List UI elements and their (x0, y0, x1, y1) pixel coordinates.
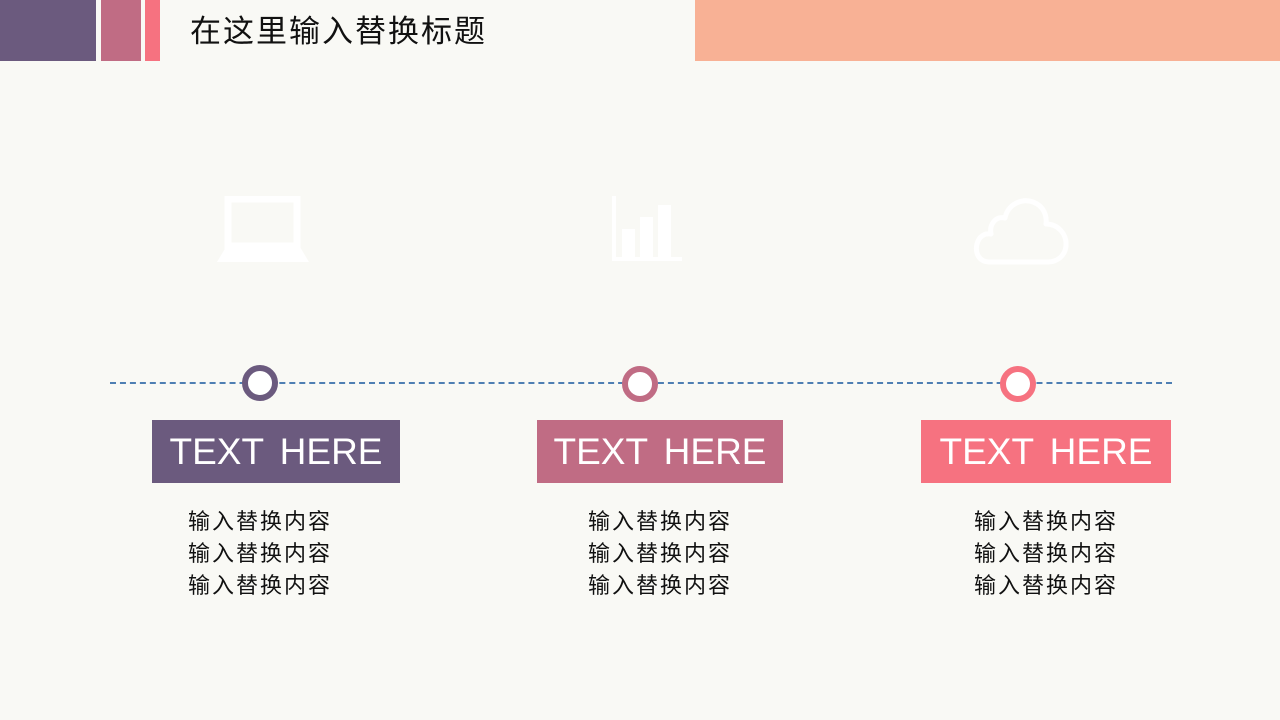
slide-title[interactable]: 在这里输入替换标题 (190, 14, 487, 50)
content-line: 输入替换内容 (587, 542, 732, 567)
header-block-purple (0, 0, 96, 61)
content-line: 输入替换内容 (187, 542, 332, 567)
content-line: 输入替换内容 (187, 510, 332, 535)
content-block-1[interactable]: 输入替换内容 输入替换内容 输入替换内容 (160, 507, 360, 603)
content-line: 输入替换内容 (187, 574, 332, 599)
timeline-node-2 (622, 366, 658, 402)
content-line: 输入替换内容 (587, 574, 732, 599)
header-block-pink (145, 0, 160, 61)
cloud-icon (972, 194, 1072, 268)
content-line: 输入替换内容 (973, 542, 1118, 567)
header-block-mauve (101, 0, 141, 61)
label-text: TEXT HERE (553, 430, 767, 472)
content-line: 输入替换内容 (587, 510, 732, 535)
laptop-icon (216, 195, 310, 266)
content-block-2[interactable]: 输入替换内容 输入替换内容 输入替换内容 (560, 507, 760, 603)
label-text: TEXT HERE (169, 430, 383, 472)
timeline-node-1 (242, 365, 278, 401)
timeline-node-3 (1000, 366, 1036, 402)
content-line: 输入替换内容 (973, 574, 1118, 599)
label-box-2[interactable]: TEXT HERE (537, 420, 783, 483)
header-banner-peach (695, 0, 1280, 61)
label-box-3[interactable]: TEXT HERE (921, 420, 1171, 483)
label-box-1[interactable]: TEXT HERE (152, 420, 400, 483)
label-text: TEXT HERE (939, 430, 1153, 472)
content-block-3[interactable]: 输入替换内容 输入替换内容 输入替换内容 (946, 507, 1146, 603)
content-line: 输入替换内容 (973, 510, 1118, 535)
bar-chart-icon (610, 194, 684, 264)
